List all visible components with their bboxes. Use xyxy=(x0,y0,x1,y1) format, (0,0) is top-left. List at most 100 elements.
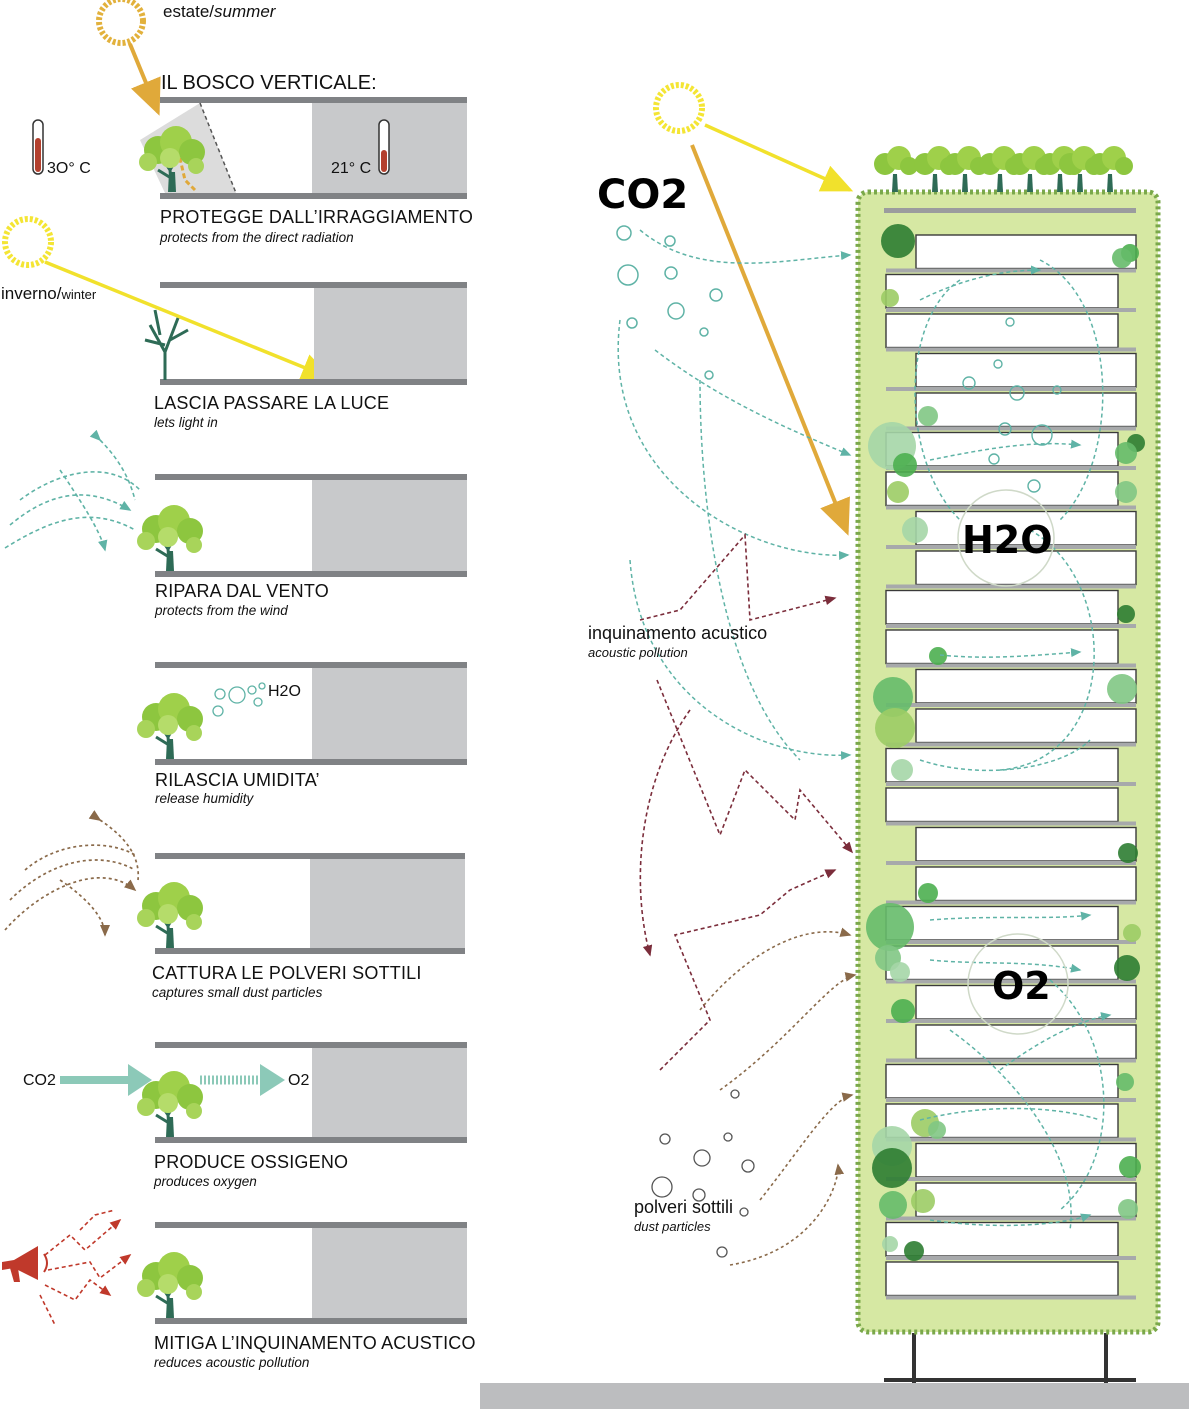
tower-floor xyxy=(915,550,1137,586)
balcony-plant xyxy=(1116,1073,1134,1091)
tower-slab xyxy=(886,347,1136,352)
section-light xyxy=(144,282,467,385)
balcony-plant xyxy=(918,883,938,903)
balcony-plant xyxy=(1118,843,1138,863)
h2o-circle xyxy=(957,489,1055,587)
dust-label-en: dust particles xyxy=(634,1219,711,1234)
balcony-plant xyxy=(881,224,915,258)
balcony-plant xyxy=(902,517,928,543)
tower-floor xyxy=(915,826,1137,862)
tower-slab xyxy=(886,308,1136,312)
item-subtitle-wind: protects from the wind xyxy=(155,603,288,618)
tower-floor xyxy=(885,747,1119,783)
tower-floor xyxy=(885,1261,1119,1297)
balcony-plant xyxy=(928,1121,946,1139)
h2o-big-label: H2O xyxy=(962,518,1053,562)
tower-slab xyxy=(886,624,1136,628)
tower-floor xyxy=(915,668,1137,704)
item-title-noise: MITIGA L’INQUINAMENTO ACUSTICO xyxy=(154,1333,476,1353)
balcony-plant xyxy=(1112,248,1132,268)
item-title-wind: RIPARA DAL VENTO xyxy=(155,581,329,601)
tower-floor xyxy=(885,471,1119,507)
balcony-plant xyxy=(891,759,913,781)
balcony-plant xyxy=(1117,605,1135,623)
item-title-protect: PROTEGGE DALL’IRRAGGIAMENTO xyxy=(160,207,474,227)
tower-ray-gold xyxy=(690,144,850,536)
tower-floor xyxy=(885,1063,1119,1099)
tower-slab xyxy=(886,1058,1136,1063)
winter-ray-arrow xyxy=(44,260,334,381)
balcony-plant xyxy=(1114,955,1140,981)
tower-floor xyxy=(915,866,1137,902)
balcony-plant xyxy=(1107,674,1137,704)
tower-slab xyxy=(886,1098,1136,1102)
tower-slab xyxy=(886,979,1136,984)
air-flow-arrows xyxy=(617,229,1112,1231)
tower-floor xyxy=(885,629,1119,665)
tower-slab xyxy=(886,1019,1136,1023)
o2-circle xyxy=(967,933,1069,1035)
dust-label: polveri sottili xyxy=(634,1197,734,1217)
tower-floor xyxy=(915,1142,1137,1178)
balcony-plant xyxy=(879,1191,907,1219)
tower-slab xyxy=(886,663,1136,668)
thermometer-outside-icon xyxy=(32,119,44,175)
balcony-plant xyxy=(881,289,899,307)
balcony-plant xyxy=(918,406,938,426)
balcony-plant xyxy=(1123,924,1141,942)
tower-slab xyxy=(886,545,1136,549)
balcony-plant xyxy=(887,481,909,503)
tower-floor xyxy=(885,273,1119,309)
tower-slab xyxy=(886,1137,1136,1142)
tower-slab xyxy=(886,584,1136,589)
section-protect xyxy=(32,97,467,199)
section-oxygen xyxy=(60,1042,467,1143)
dust-particles xyxy=(651,1089,755,1258)
balcony-plant xyxy=(873,677,913,717)
o2-small-label: O2 xyxy=(288,1072,310,1089)
balcony-plant xyxy=(875,708,915,748)
thermometer-inside-icon xyxy=(378,119,390,175)
tower-slab xyxy=(886,742,1136,747)
dust-arrows xyxy=(699,927,857,1266)
megaphone-icon xyxy=(2,1246,48,1282)
section-humidity xyxy=(135,662,467,765)
tower-sun-icon xyxy=(653,82,705,134)
temp-outside: 3O° C xyxy=(47,160,91,177)
roof-trees xyxy=(874,146,1133,192)
tower-floor xyxy=(915,392,1137,428)
winter-sun-icon xyxy=(2,216,54,268)
item-subtitle-dust: captures small dust particles xyxy=(152,985,323,1000)
tower-slab xyxy=(886,703,1136,707)
item-subtitle-noise: reduces acoustic pollution xyxy=(154,1355,310,1370)
item-title-oxygen: PRODUCE OSSIGENO xyxy=(154,1152,349,1172)
noise-label-en: acoustic pollution xyxy=(588,645,688,660)
tower-slab xyxy=(886,1216,1136,1221)
ground xyxy=(480,1383,1189,1409)
balcony-plant xyxy=(866,903,914,951)
balcony-plant xyxy=(911,1189,935,1213)
balcony-plant xyxy=(1118,1199,1138,1219)
co2-small-label: CO2 xyxy=(23,1072,56,1089)
tower-floor xyxy=(885,431,1119,467)
diagram-title: IL BOSCO VERTICALE: xyxy=(161,72,377,94)
tower-slab xyxy=(886,821,1136,826)
item-subtitle-light: lets light in xyxy=(154,415,218,430)
tower-slab xyxy=(886,268,1136,273)
o2-big-label: O2 xyxy=(992,964,1051,1008)
tower-slab xyxy=(886,782,1136,786)
noise-label: inquinamento acustico xyxy=(588,623,768,643)
summer-sun-icon xyxy=(96,0,146,46)
balcony-plant xyxy=(1115,442,1137,464)
item-title-dust: CATTURA LE POLVERI SOTTILI xyxy=(152,963,422,983)
tower-floor xyxy=(915,1182,1137,1218)
temp-inside: 21° C xyxy=(331,160,372,177)
tower-floor xyxy=(915,352,1137,388)
tower-slab xyxy=(886,505,1136,510)
balcony-plant xyxy=(890,962,910,982)
balcony-plant xyxy=(1119,1156,1141,1178)
noise-arrows xyxy=(639,532,854,1071)
tower-floor xyxy=(885,787,1119,823)
balcony-plant xyxy=(891,999,915,1023)
